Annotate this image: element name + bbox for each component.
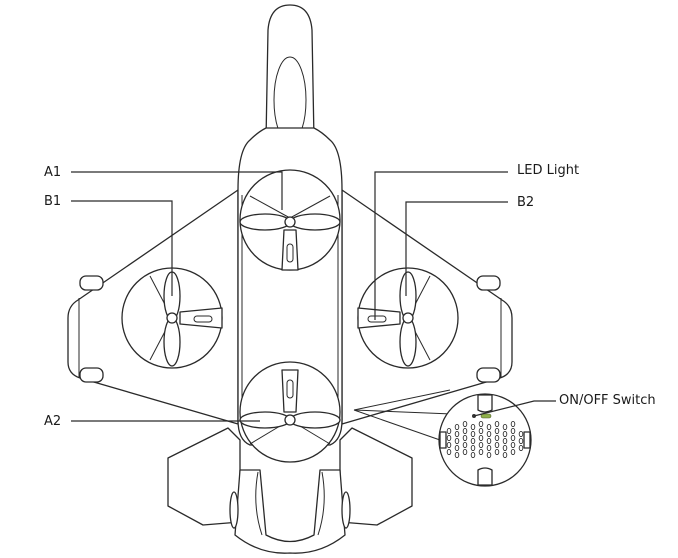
nose [265, 4, 315, 144]
vent-holes [446, 420, 524, 459]
label-a1: A1 [44, 165, 62, 180]
propeller-b2 [357, 267, 459, 369]
label-led-light: LED Light [517, 163, 580, 178]
on-off-switch[interactable] [480, 413, 492, 419]
switch-callout-lines [353, 389, 453, 441]
propeller-a1 [239, 169, 341, 271]
label-a2: A2 [44, 414, 62, 429]
tail-wings [167, 427, 413, 526]
label-b2: B2 [517, 195, 535, 210]
switch-detail-disc [438, 393, 532, 487]
tail-body [229, 469, 351, 554]
label-on-off-switch: ON/OFF Switch [559, 393, 656, 408]
label-b1: B1 [44, 194, 62, 209]
callout-lines [71, 171, 556, 422]
propeller-a2 [239, 361, 341, 463]
